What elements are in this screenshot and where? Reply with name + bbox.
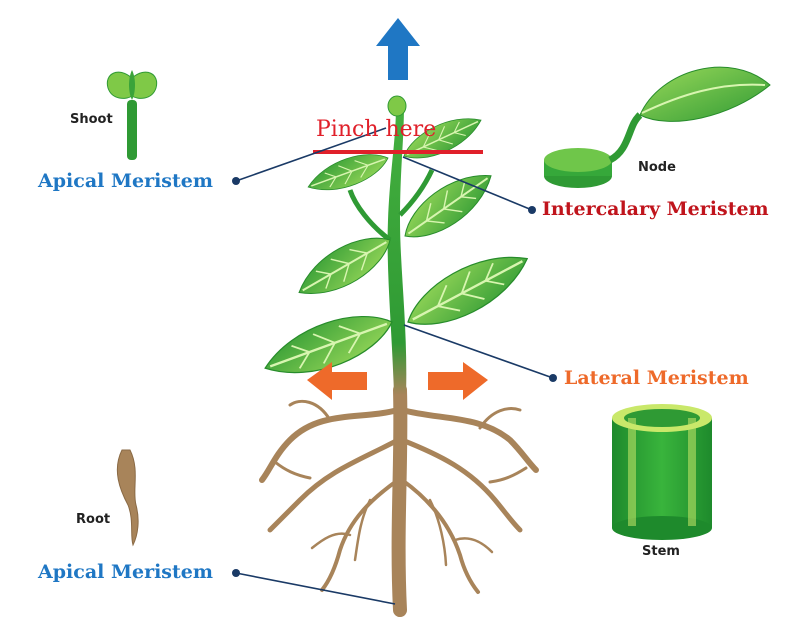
- apical-meristem-bottom-label: Apical Meristem: [38, 561, 213, 583]
- intercalary-meristem-label: Intercalary Meristem: [542, 198, 769, 220]
- up-arrow-icon: [376, 18, 420, 80]
- stem-label: Stem: [642, 544, 680, 559]
- node-label: Node: [638, 160, 676, 175]
- apical-meristem-top-label: Apical Meristem: [38, 170, 213, 192]
- plant-leaves: [256, 95, 539, 390]
- stem-cylinder-icon: [612, 404, 712, 540]
- main-stem: [387, 105, 407, 395]
- root-icon: [116, 449, 139, 547]
- node-leaf-icon: [544, 66, 771, 188]
- shoot-icon: [106, 70, 158, 160]
- root-label: Root: [76, 512, 111, 527]
- root-system: [259, 383, 539, 617]
- left-arrow-icon: [307, 362, 367, 400]
- pinch-here-label: Pinch here: [316, 117, 437, 142]
- pointer-lines: [235, 127, 554, 605]
- pointer-dots: [232, 177, 557, 577]
- shoot-label: Shoot: [70, 112, 113, 127]
- right-arrow-icon: [428, 362, 488, 400]
- lateral-meristem-label: Lateral Meristem: [564, 367, 749, 389]
